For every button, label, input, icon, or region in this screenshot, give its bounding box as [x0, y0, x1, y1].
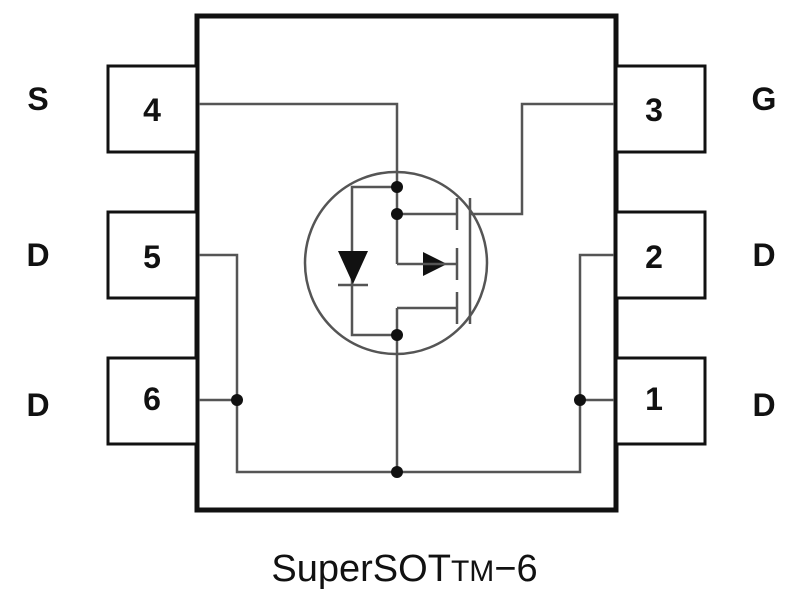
internal-wiring	[199, 102, 614, 474]
junction-dot	[391, 208, 403, 220]
junction-dot	[231, 394, 243, 406]
package-caption: SuperSOTTM−6	[0, 548, 809, 591]
pin-number-6: 6	[143, 381, 161, 417]
pin-1-box	[614, 356, 707, 446]
pin-3-box	[614, 64, 707, 154]
mosfet-symbol	[303, 170, 489, 356]
junction-dot	[574, 394, 586, 406]
junction-dot	[391, 329, 403, 341]
caption-trademark: TM	[450, 555, 495, 588]
pin-number-4: 4	[143, 92, 161, 128]
pin-number-2: 2	[645, 239, 663, 275]
signal-label-d-left-1: D	[26, 237, 49, 273]
signal-label-s: S	[27, 81, 48, 117]
pin-2-box	[614, 210, 707, 300]
signal-label-d-right-1: D	[752, 237, 775, 273]
pin-6-box	[106, 356, 199, 446]
signal-label-d-left-2: D	[26, 387, 49, 423]
signal-label-g: G	[752, 81, 777, 117]
pin-number-5: 5	[143, 239, 161, 275]
pin-number-3: 3	[645, 92, 663, 128]
caption-suffix: −6	[494, 548, 538, 590]
pin-number-1: 1	[645, 381, 663, 417]
body-diode-icon	[338, 251, 368, 284]
signal-label-d-right-2: D	[752, 387, 775, 423]
mosfet-circle	[303, 170, 489, 356]
junction-dot	[391, 466, 403, 478]
caption-prefix: SuperSOT	[271, 548, 451, 590]
pin-5-box	[106, 210, 199, 300]
junction-dot	[391, 181, 403, 193]
pin-4-box	[106, 64, 199, 154]
